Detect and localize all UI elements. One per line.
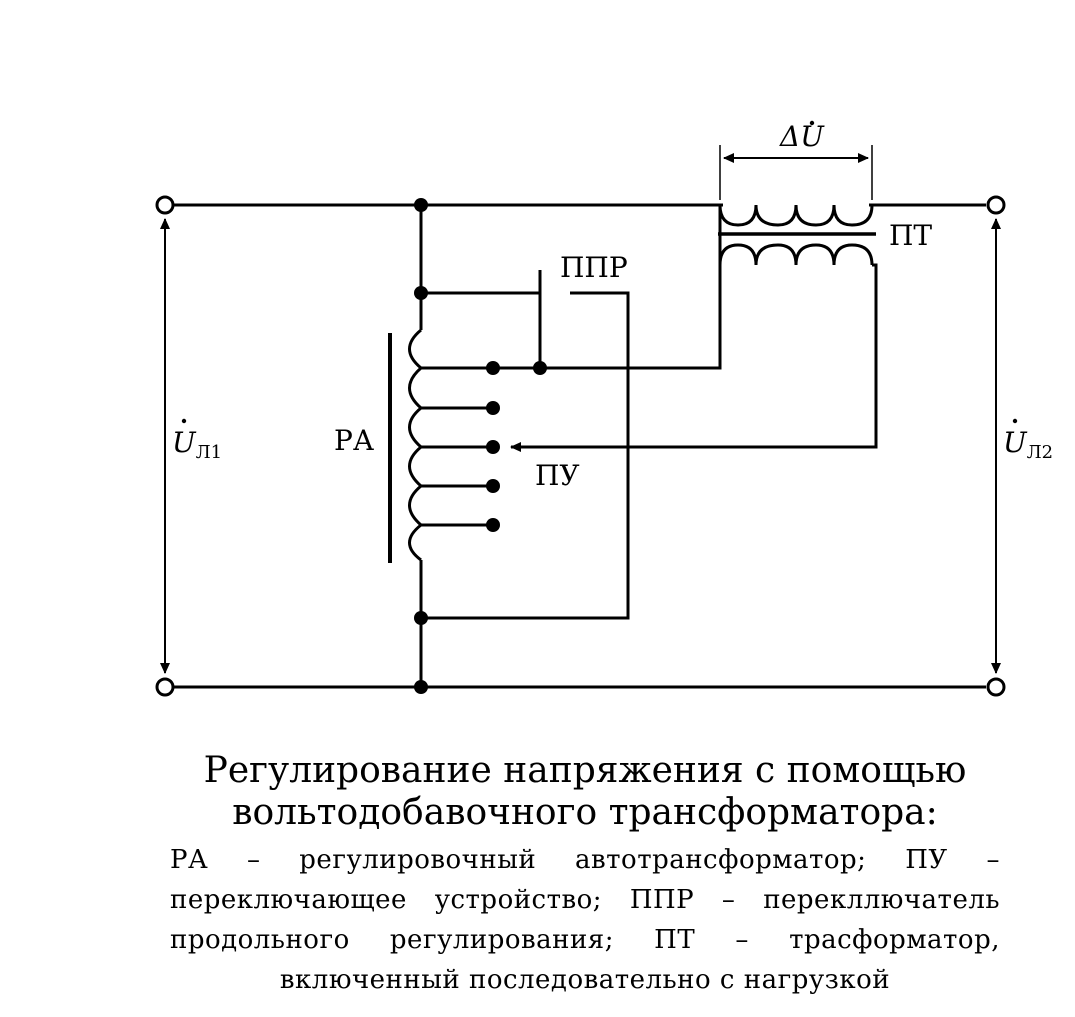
caption-title-line-1: Регулирование напряжения с помощью (203, 750, 967, 791)
tap-contact-1 (486, 361, 500, 375)
circuit-diagram: UЛ1 UЛ2 ΔU ПТ ППР РА ПУ (155, 120, 1053, 697)
junction-ppr-upper (414, 286, 428, 300)
terminal-bottom-right (986, 677, 1006, 697)
caption-legend: РА – регулировочный автотрансформатор; П… (170, 845, 1000, 995)
terminal-bottom-left (155, 677, 175, 697)
ra-winding (408, 328, 424, 562)
caption-title-line-2: вольтодобавочного трансформатора: (232, 792, 938, 833)
junction-bottom (414, 680, 428, 694)
delta-u-dot (809, 120, 815, 126)
tap-contact-5 (486, 518, 500, 532)
ppr-upper-wire (421, 291, 542, 368)
ppr-lower-wire (421, 291, 630, 620)
tap-contact-2 (486, 401, 500, 415)
u-l2-label: UЛ2 (1003, 426, 1053, 463)
pt-primary-winding (718, 204, 874, 227)
junction-ppr-lower (414, 611, 428, 625)
pt-label: ПТ (889, 219, 932, 252)
pu-return-wire (536, 263, 878, 449)
junction-ppr-tap (533, 361, 547, 375)
ra-label: РА (334, 424, 374, 457)
delta-u-label: ΔU (779, 120, 825, 153)
junction-top (414, 198, 428, 212)
u-l1-label: UЛ1 (172, 426, 222, 463)
tap-contact-4 (486, 479, 500, 493)
pu-label: ПУ (535, 459, 580, 492)
u-l2-dot (1012, 418, 1018, 424)
ppr-to-pt-wire (493, 205, 722, 370)
tap-contact-3 (486, 440, 500, 454)
pt-secondary-winding (718, 243, 874, 266)
figure-caption: Регулирование напряжения с помощью вольт… (150, 750, 1020, 1000)
ppr-label: ППР (560, 251, 628, 284)
u-l1-dot (181, 418, 187, 424)
terminal-top-right (986, 195, 1006, 215)
terminal-top-left (155, 195, 175, 215)
